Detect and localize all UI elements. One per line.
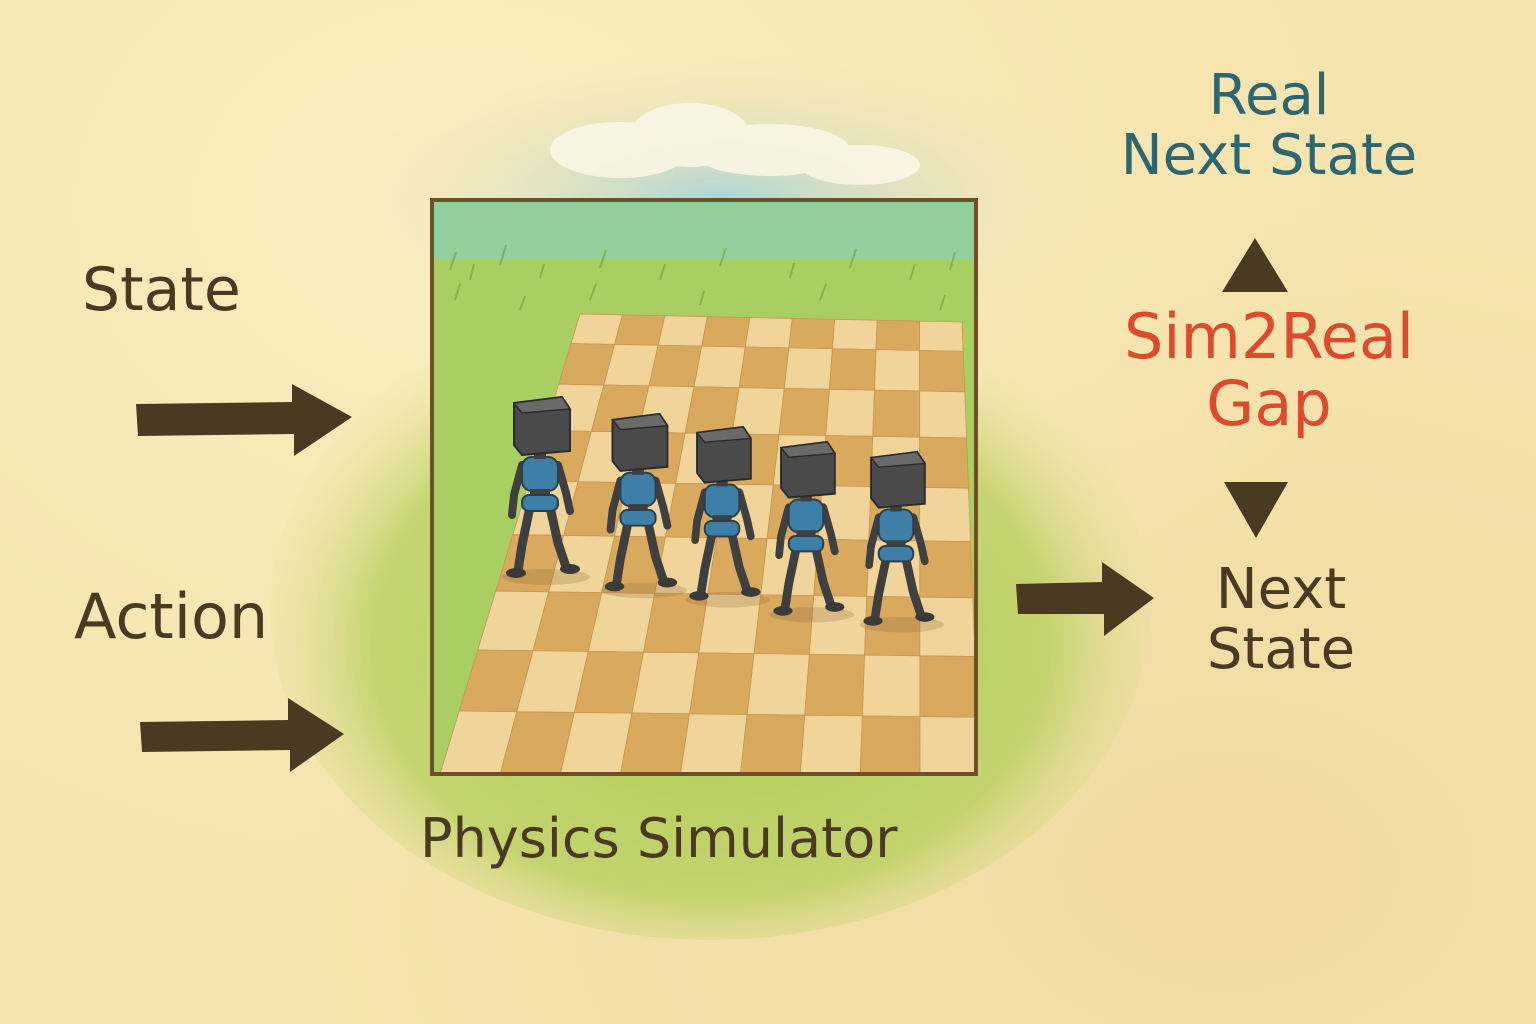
floor-tile — [689, 652, 755, 715]
state-input-arrow — [136, 384, 352, 456]
cloud — [550, 103, 920, 185]
action-input-arrow — [140, 698, 344, 772]
floor-tile — [872, 389, 921, 438]
simulator-frame — [430, 198, 978, 776]
sim-sky — [432, 200, 976, 260]
floor-tile — [919, 655, 976, 718]
output-arrow — [1016, 562, 1154, 636]
floor-tile — [559, 712, 633, 774]
grass-strokes — [449, 244, 956, 311]
floor-tile — [832, 318, 878, 351]
robot — [600, 412, 687, 599]
floor-tile — [919, 716, 976, 774]
robot — [769, 440, 854, 623]
floor-tile — [499, 711, 575, 774]
floor-tile — [619, 712, 691, 774]
gap-down-arrow — [1224, 482, 1288, 538]
floor-tile — [439, 710, 518, 774]
floor-tile — [875, 319, 920, 351]
floor-tile — [799, 714, 863, 774]
floor-tile — [919, 350, 966, 393]
floor-tile — [919, 486, 972, 543]
action-label: Action — [74, 580, 269, 653]
sim2real-gap-label: Sim2Real Gap — [1123, 300, 1415, 440]
floor-tile — [693, 345, 746, 389]
floor-tile — [648, 344, 703, 388]
real-next-state-label: Real Next State — [1120, 63, 1418, 189]
floor-tile — [788, 318, 836, 350]
floor-tile — [778, 388, 830, 436]
floor-tile — [783, 347, 833, 390]
floor-tile — [825, 388, 875, 437]
frame-border — [430, 198, 978, 776]
floor-tile — [680, 713, 748, 774]
robot — [685, 425, 770, 608]
floor-tile — [919, 320, 964, 352]
floor-tile — [701, 316, 751, 348]
floor-tile — [684, 386, 740, 435]
floor-tile — [744, 317, 793, 349]
floor-tile — [739, 714, 806, 774]
floor-tile — [738, 346, 790, 389]
physics-simulator-label: Physics Simulator — [420, 807, 898, 870]
floor-tile — [804, 653, 866, 717]
floor-tile — [614, 314, 666, 346]
floor-tile — [631, 651, 700, 715]
next-state-label: Next State — [1206, 557, 1356, 683]
robot — [502, 395, 590, 585]
floor-tile — [828, 348, 877, 391]
floor-tile — [919, 390, 967, 439]
floor-tile — [859, 715, 921, 774]
robot — [859, 450, 944, 633]
floor-tile — [919, 436, 969, 489]
floor-tile — [570, 313, 623, 345]
robot-group — [502, 395, 944, 633]
state-label: State — [82, 255, 241, 325]
floor-tile — [919, 540, 974, 599]
floor-tile — [874, 349, 921, 392]
floor-tile — [746, 653, 810, 716]
floor-tile — [657, 315, 708, 347]
floor-tile — [861, 654, 921, 718]
gap-up-arrow — [1222, 238, 1288, 292]
